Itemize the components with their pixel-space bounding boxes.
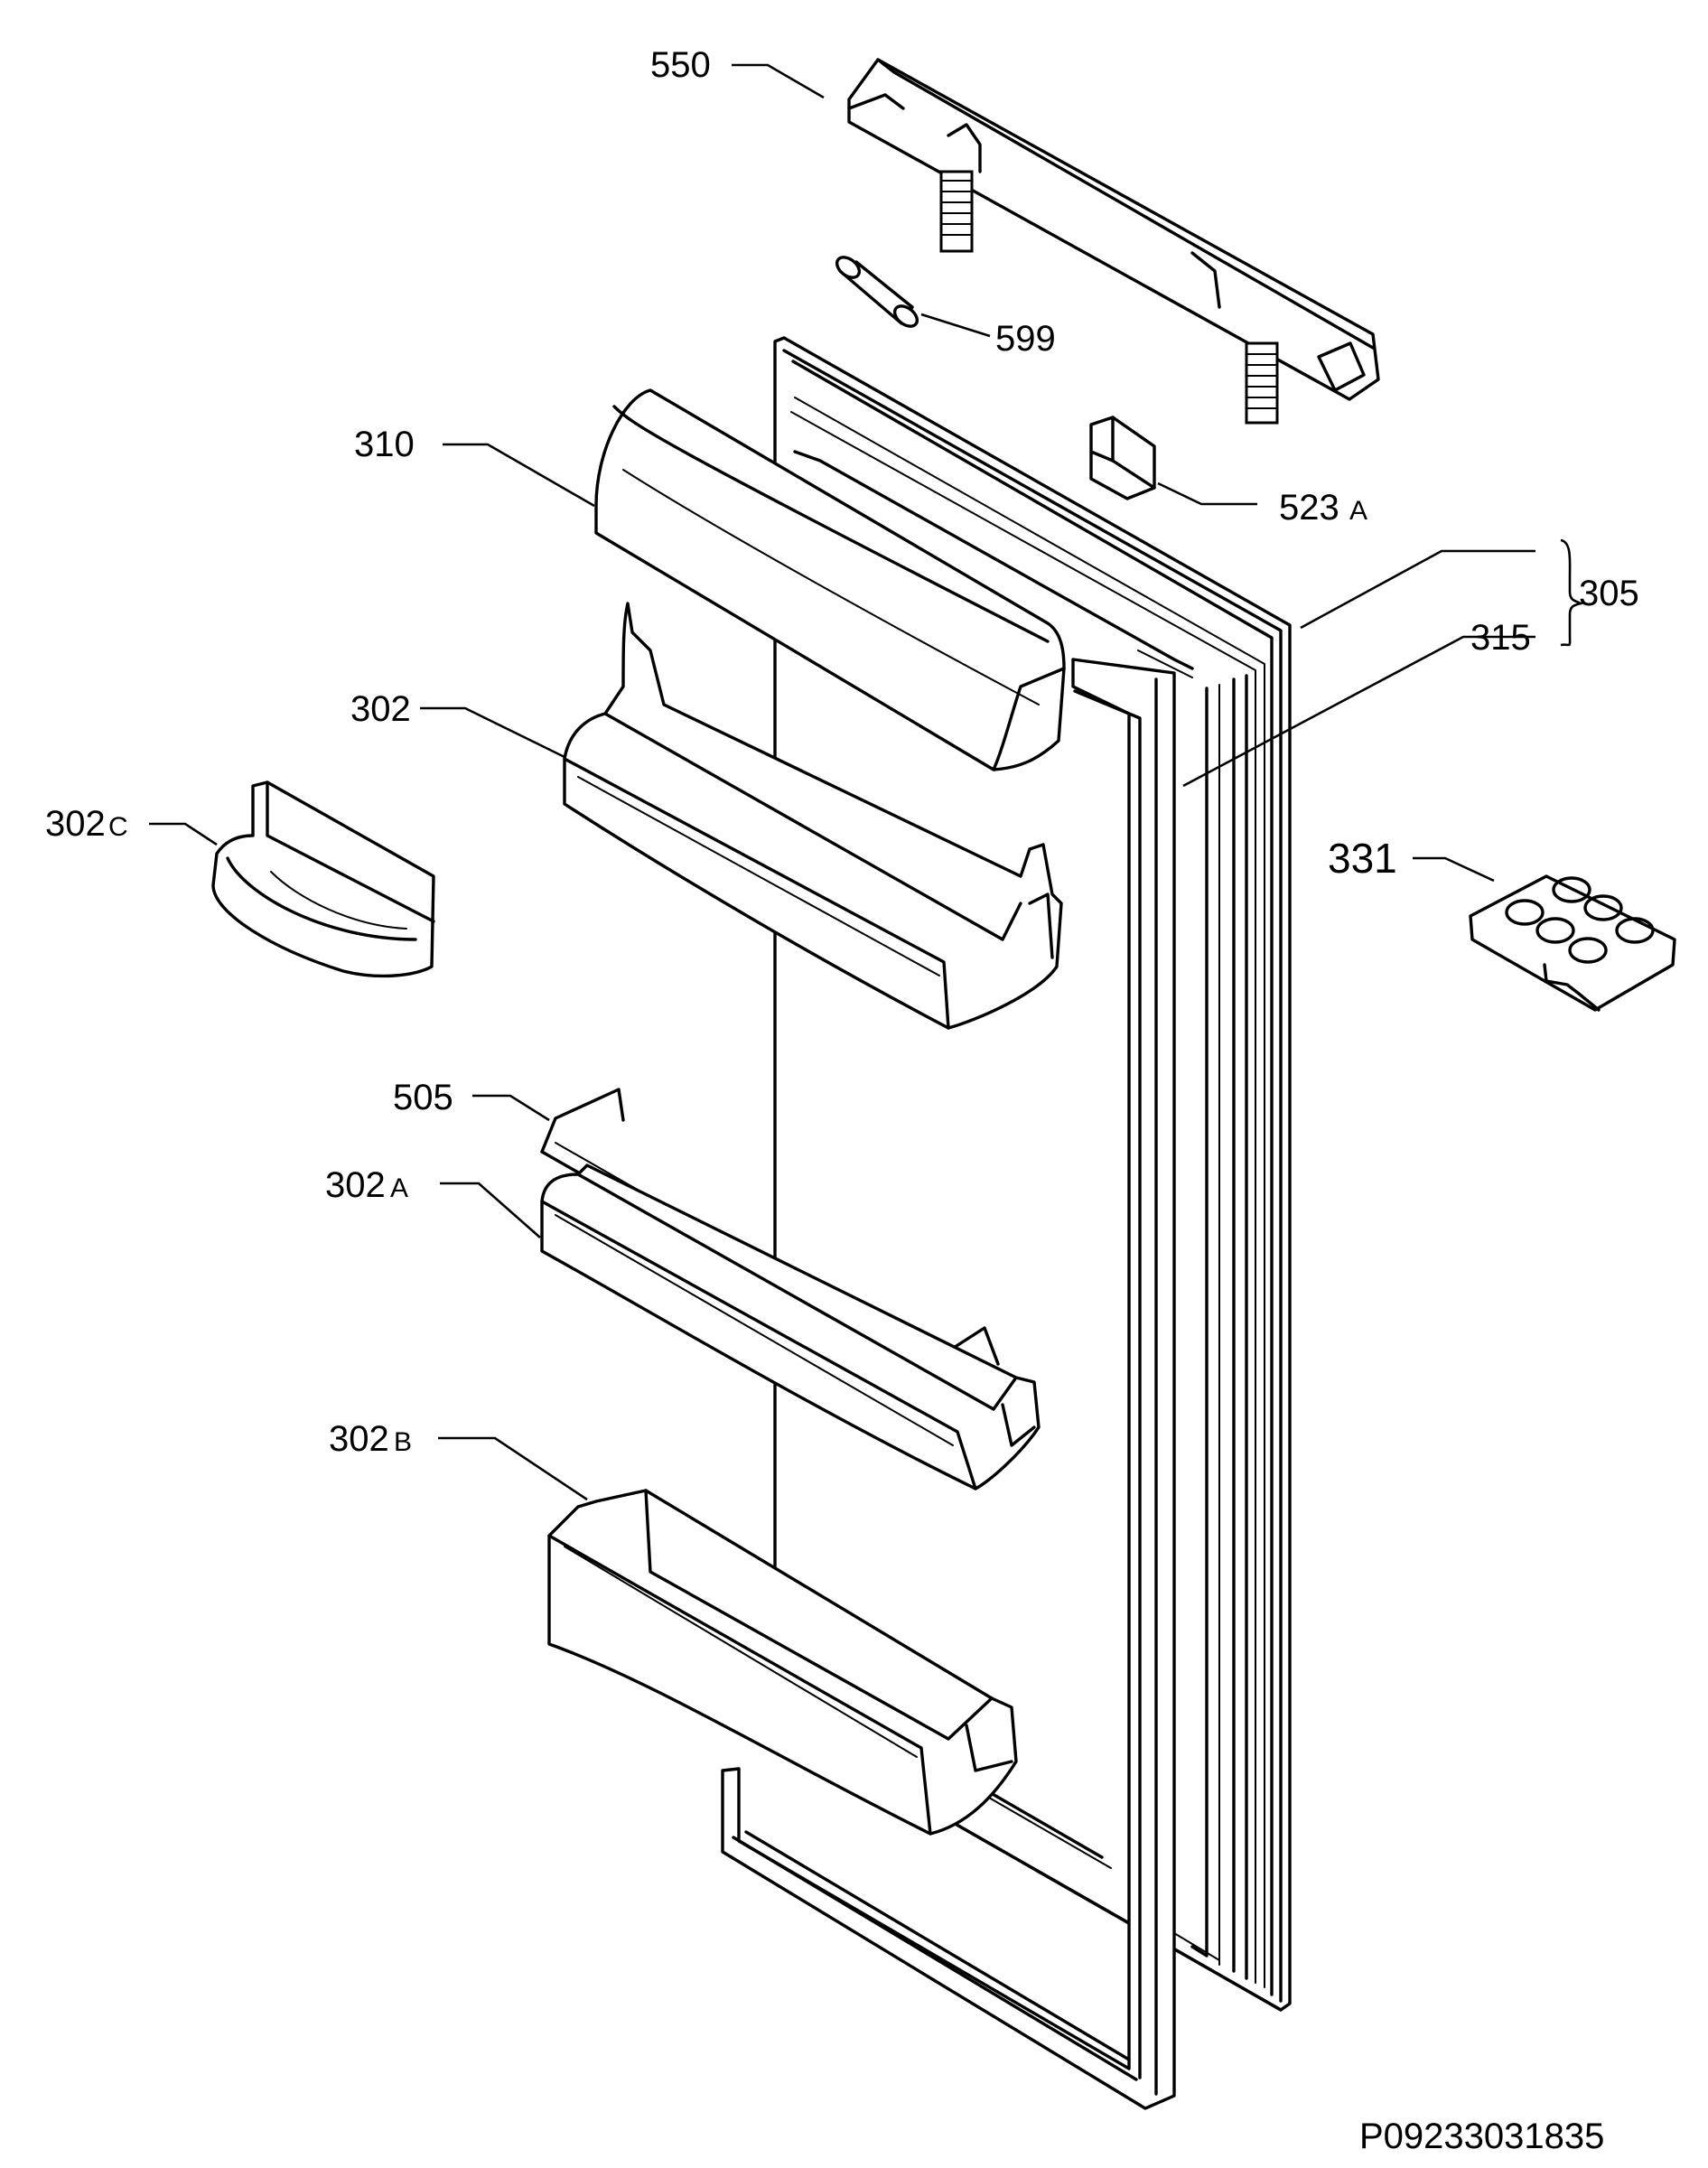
label-523-suffix: A [1349, 496, 1367, 526]
hinge-cover-part-550 [847, 58, 1380, 425]
label-505: 505 [393, 1078, 453, 1117]
label-599: 599 [995, 319, 1056, 359]
label-315: 315 [1470, 618, 1531, 658]
reference-code: P09233031835 [1359, 2117, 1604, 2156]
hinge-block-part-523a [1089, 416, 1156, 500]
label-302: 302 [350, 689, 411, 729]
door-shelf-part-302 [563, 602, 1063, 1030]
door-shelf-part-302b [547, 1489, 1018, 1836]
door-shelf-part-302a [540, 1163, 1041, 1490]
label-302a-suffix: A [390, 1173, 408, 1203]
door-gasket-part-315 [721, 658, 1176, 2110]
dairy-lid-part-310 [594, 388, 1066, 771]
small-box-part-302c [211, 780, 435, 978]
egg-tray-part-331 [1469, 874, 1676, 1012]
label-302a: 302 [325, 1165, 386, 1205]
label-310: 310 [354, 425, 415, 464]
label-523: 523 [1279, 488, 1339, 528]
label-550: 550 [650, 45, 711, 85]
label-302b: 302 [329, 1419, 389, 1459]
label-302b-suffix: B [394, 1427, 412, 1457]
leader-lines [149, 63, 1584, 1501]
label-331: 331 [1328, 835, 1397, 882]
pin-part-599 [835, 256, 919, 328]
label-302c: 302 [45, 804, 106, 844]
label-305: 305 [1579, 574, 1639, 613]
label-302c-suffix: C [108, 812, 128, 842]
